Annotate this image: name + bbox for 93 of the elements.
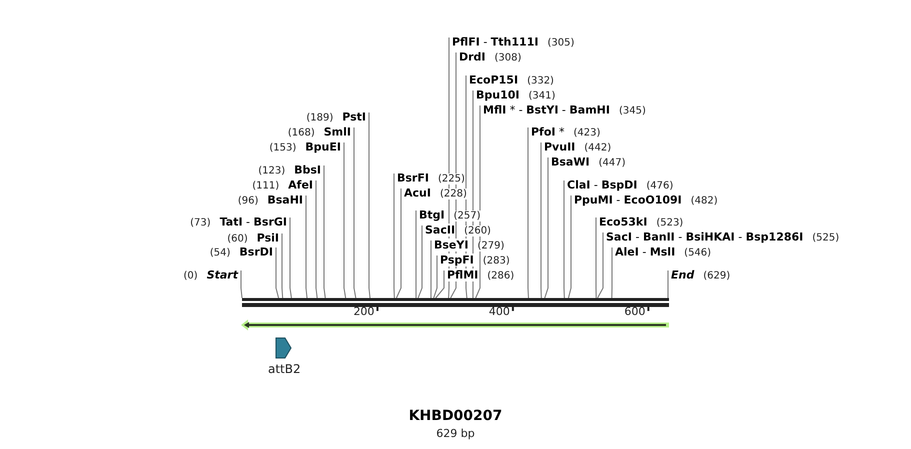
enzyme-name: Eco53kI [599, 216, 648, 228]
cut-position: (228) [440, 188, 467, 200]
cut-position: (442) [584, 142, 612, 154]
enzyme-name: BpuEI [305, 140, 341, 154]
cut-position: (111) [252, 180, 280, 192]
enzyme-name: AleI - MslI [615, 246, 676, 258]
cut-position: (629) [703, 270, 730, 282]
cut-position: (60) [227, 234, 248, 244]
enzyme-name: SacI - BanII - BsiHKAI - Bsp1286I [606, 230, 804, 244]
enzyme-name: End [671, 268, 694, 282]
leader-line [282, 233, 284, 298]
leader-line [416, 210, 417, 298]
enzyme-name: PstI [342, 110, 366, 124]
enzyme-name: BsaWI [551, 156, 590, 168]
cut-position: (189) [306, 112, 334, 124]
enzyme-name: PspFI [440, 254, 474, 266]
cut-position: (73) [190, 218, 211, 228]
enzyme-name: EcoP15I [469, 74, 518, 86]
enzyme-name: BsaHI [267, 194, 303, 206]
enzyme-name: SacII [425, 224, 456, 236]
cut-position: (423) [574, 128, 600, 138]
diagram-title: KHBD00207 [408, 408, 504, 424]
cut-position: (225) [438, 174, 465, 184]
cut-position: (96) [238, 196, 258, 206]
cut-position: (54) [210, 248, 230, 258]
cut-position: (305) [547, 38, 574, 48]
leader-line [290, 217, 292, 298]
leader-line [540, 142, 542, 298]
leader-line [368, 112, 370, 298]
cut-position: (332) [527, 76, 554, 86]
cut-position: (546) [684, 248, 712, 258]
leader-line [324, 165, 326, 298]
leader-line [394, 173, 395, 298]
cut-position: (523) [656, 218, 684, 228]
leader-line [597, 232, 604, 298]
enzyme-name: PpuMI - EcoO109I [574, 194, 682, 206]
cut-position: (257) [454, 210, 480, 222]
leader-line [276, 247, 280, 298]
leader-line [435, 270, 444, 298]
leader-line [433, 255, 438, 298]
enzyme-name: BbsI [294, 164, 321, 176]
enzyme-name: PflMI [447, 268, 478, 282]
cut-position: (447) [598, 158, 626, 168]
leader-line [316, 180, 318, 298]
enzyme-name: PflFI - Tth111I [452, 36, 538, 48]
enzyme-name: Start [206, 268, 238, 282]
leader-line [611, 247, 612, 298]
cut-position: (153) [269, 142, 296, 154]
leader-line [396, 188, 402, 298]
enzyme-name: DrdI [459, 50, 486, 64]
cut-position: (279) [477, 240, 504, 252]
enzyme-name: PfoI* [531, 126, 564, 138]
leader-line [528, 127, 529, 298]
cut-position: (308) [494, 52, 522, 64]
leader-line [306, 195, 308, 298]
cut-position: (260) [464, 226, 491, 236]
tick-label: 600 [624, 305, 646, 318]
enzyme-name: PsiI [256, 232, 279, 244]
leader-line [596, 217, 597, 298]
leader-line [344, 142, 346, 298]
cut-position: (283) [482, 256, 510, 266]
leader-line [354, 127, 356, 298]
tick-label: 400 [488, 305, 510, 318]
enzyme-name: SmlI [324, 126, 351, 138]
enzyme-name: PvuII [544, 140, 576, 154]
cut-position: (482) [690, 196, 718, 206]
enzyme-name: TatI - BsrGI [220, 216, 287, 228]
enzyme-name: Bpu10I [476, 88, 520, 102]
enzyme-name: ClaI - BspDI [567, 178, 638, 192]
cut-position: (286) [487, 270, 514, 282]
cut-position: (345) [618, 106, 646, 116]
leader-line [240, 270, 242, 298]
enzyme-name: BsrDI [239, 246, 273, 258]
enzyme-name: BsrFI [397, 172, 429, 184]
leader-line [418, 225, 422, 298]
leader-line [564, 180, 565, 298]
cut-position: (525) [812, 232, 840, 244]
cut-position: (341) [528, 90, 556, 102]
leader-line [430, 240, 432, 298]
tick-label: 200 [353, 305, 374, 318]
enzyme-name: AcuI [404, 186, 431, 200]
leader-line [568, 195, 572, 298]
enzyme-name: BtgI [419, 208, 445, 222]
enzyme-name: BseYI [434, 238, 468, 252]
diagram-caption: 629 bp [435, 427, 476, 440]
feature-label: attB2 [268, 362, 301, 376]
cut-position: (476) [646, 180, 674, 192]
cut-position: (0) [184, 270, 198, 282]
leader-line [544, 157, 548, 298]
cut-position: (168) [288, 128, 315, 138]
cut-position: (123) [258, 166, 286, 176]
enzyme-name: AfeI [288, 178, 313, 192]
enzyme-name: MflI* - BstYI - BamHI [483, 104, 610, 116]
